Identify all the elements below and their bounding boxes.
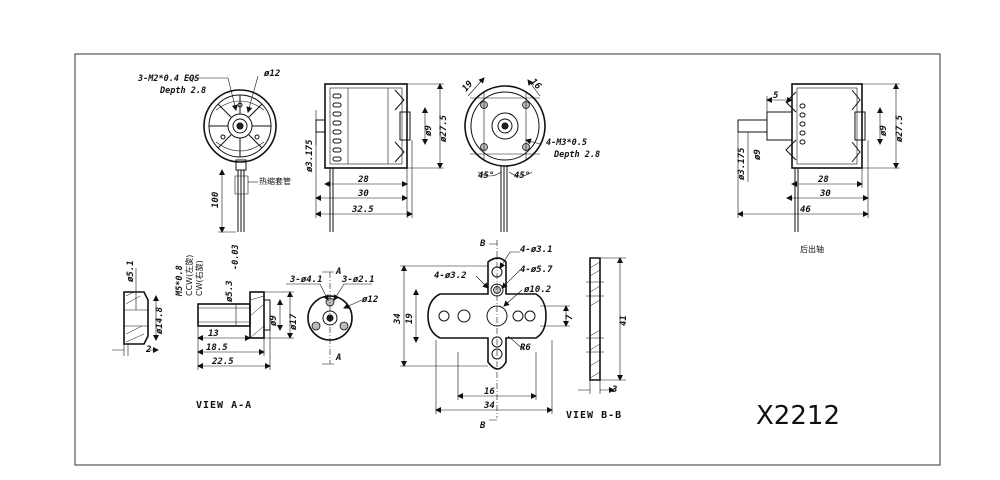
view-bb-label: VIEW B-B <box>566 410 622 421</box>
cm-l7: 7 <box>565 314 575 320</box>
dim-d12: ø12 <box>263 69 280 79</box>
collet-a-bot: A <box>335 353 341 363</box>
rear-thread: 4-M3*0.5 <box>546 138 587 148</box>
thread-label: 3-M2*0.4 EQS <box>137 74 199 84</box>
rear-depth: Depth 2.8 <box>553 150 600 160</box>
cm-l19: 19 <box>405 313 415 324</box>
cm-h31: 4-ø3.1 <box>520 245 553 255</box>
pa-l185: 18.5 <box>206 343 228 353</box>
cm-l34h: 34 <box>483 401 495 411</box>
cm-h57: 4-ø5.7 <box>520 265 553 275</box>
drawing-border <box>74 53 941 466</box>
pa-d148: ø14.8 <box>155 307 165 335</box>
collet-a-top: A <box>335 267 341 277</box>
rear-view: 19 16 4-M3*0.5 Depth 2.8 45° 45° <box>461 77 600 232</box>
rs-l46: 46 <box>800 205 811 215</box>
pa-cw: CW(右旋) <box>194 260 204 296</box>
dim-100: 100 <box>211 191 221 208</box>
rear-d19: 19 <box>461 79 476 94</box>
rear-shaft-view: 5 ø3.175 ø9 ø9 ø27.5 28 30 46 后出轴 <box>737 83 905 254</box>
cm-b-top: B <box>479 239 486 249</box>
depth-label: Depth 2.8 <box>159 86 206 96</box>
pa-d51: ø5.1 <box>126 260 136 283</box>
ps-l41: 41 <box>619 315 629 326</box>
adapter-washer: ø5.1 ø14.8 2 <box>112 260 165 356</box>
cm-l16: 16 <box>484 387 495 397</box>
heat-shrink-label: 热缩套管 <box>259 176 291 186</box>
pa-d53-tol: -0.03 <box>231 244 241 270</box>
rear-45-left: 45° <box>478 171 494 181</box>
side-view: ø3.175 ø9 ø27.5 28 30 32.5 <box>305 83 449 232</box>
cm-h32: 4-ø3.2 <box>434 271 467 281</box>
plate-side: 41 3 <box>578 257 629 395</box>
collet-h41: 3-ø4.1 <box>289 275 323 285</box>
collet-h21: 3-ø2.1 <box>341 275 375 285</box>
side-d3175: ø3.175 <box>305 139 315 173</box>
rs-d9a: ø9 <box>753 149 763 161</box>
pa-l225: 22.5 <box>211 357 234 367</box>
pa-m5: M5*0.8 <box>175 265 185 297</box>
front-view: 热缩套管 100 3-M2*0.4 EQS Depth 2.8 ø12 <box>137 69 291 233</box>
pa-ccw: CCW(左旋) <box>184 255 194 296</box>
side-l325: 32.5 <box>351 205 374 215</box>
rs-l30: 30 <box>819 189 831 199</box>
rs-l28: 28 <box>817 175 829 185</box>
adapter-shaft: M5*0.8 CCW(左旋) CW(右旋) ø5.3 -0.03 ø9 ø17 … <box>175 244 299 370</box>
pa-d17: ø17 <box>289 313 299 331</box>
cm-l34v: 34 <box>393 313 403 325</box>
cm-r6: R6 <box>520 343 531 353</box>
ps-l3: 3 <box>611 385 617 395</box>
cm-d102: ø10.2 <box>523 285 551 295</box>
view-aa-label: VIEW A-A <box>196 400 252 411</box>
pa-l13: 13 <box>208 329 219 339</box>
pa-d9: ø9 <box>269 315 279 327</box>
side-l30: 30 <box>357 189 369 199</box>
rs-d5: 5 <box>773 91 779 101</box>
model-label: X2212 <box>756 401 840 431</box>
side-l28: 28 <box>357 175 369 185</box>
rs-d3175: ø3.175 <box>737 147 747 181</box>
rs-d275: ø27.5 <box>895 114 905 143</box>
cross-mount: B B 4-ø3.1 4-ø3.2 4-ø5.7 ø10.2 R6 34 19 … <box>393 239 575 431</box>
rear-45-right: 45° <box>514 171 530 181</box>
side-d9: ø9 <box>424 125 434 137</box>
rear-shaft-caption: 后出轴 <box>800 244 824 254</box>
rear-d16: 16 <box>528 77 543 92</box>
cm-b-bot: B <box>479 421 486 431</box>
side-d275: ø27.5 <box>439 114 449 143</box>
pa-d53: ø5.3 <box>225 280 235 303</box>
rs-d9b: ø9 <box>879 125 889 137</box>
pa-d2: 2 <box>145 345 151 355</box>
collet-view: A A 3-ø4.1 3-ø2.1 ø12 <box>286 267 378 365</box>
collet-d12: ø12 <box>361 295 378 305</box>
